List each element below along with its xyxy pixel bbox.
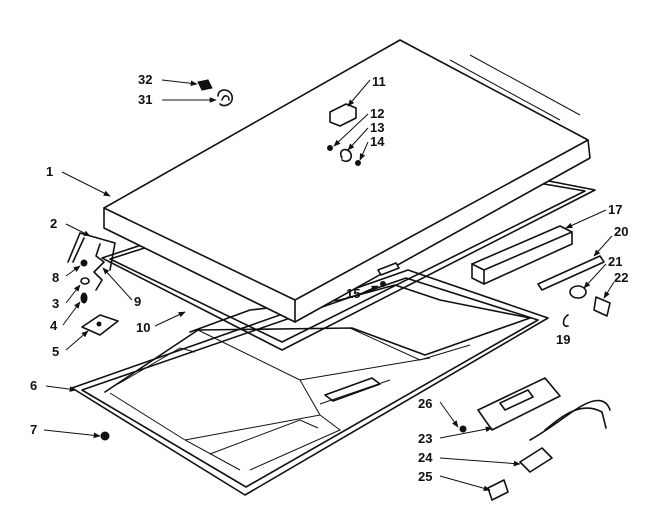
label-32: 32 [138,72,152,87]
hinge-rod [67,232,116,271]
handle [471,225,573,285]
label-4: 4 [50,318,58,333]
lid-lock-parts [377,262,400,287]
screw [100,431,110,441]
label-19: 19 [556,332,570,347]
label-2: 2 [50,216,57,231]
label-15: 15 [346,286,360,301]
label-21: 21 [608,254,622,269]
label-10: 10 [136,320,150,335]
label-12: 12 [370,106,384,121]
label-17: 17 [608,202,622,217]
label-1: 1 [46,164,53,179]
light-assembly [459,377,611,501]
label-7: 7 [30,422,37,437]
hinge-plate [81,314,119,336]
label-31: 31 [138,92,152,107]
label-9: 9 [134,294,141,309]
label-26: 26 [418,396,432,411]
label-6: 6 [30,378,37,393]
label-25: 25 [418,469,432,484]
label-13: 13 [370,120,384,135]
hinge-spring-parts [80,243,105,304]
bushing-and-knob [562,285,611,328]
hinge-pin-rod [537,255,605,291]
label-24: 24 [418,450,433,465]
label-14: 14 [370,134,385,149]
label-8: 8 [52,270,59,285]
leader-lines [43,79,615,491]
label-23: 23 [418,431,432,446]
label-3: 3 [52,296,59,311]
label-11: 11 [372,74,386,89]
part-number-labels: 1 2 8 3 4 5 6 7 9 10 11 12 13 14 15 17 2… [30,72,628,484]
label-20: 20 [614,224,628,239]
label-5: 5 [52,344,59,359]
label-22: 22 [614,270,628,285]
lid [103,39,591,323]
latch-parts [327,103,361,166]
cover-clip-parts [197,79,234,107]
